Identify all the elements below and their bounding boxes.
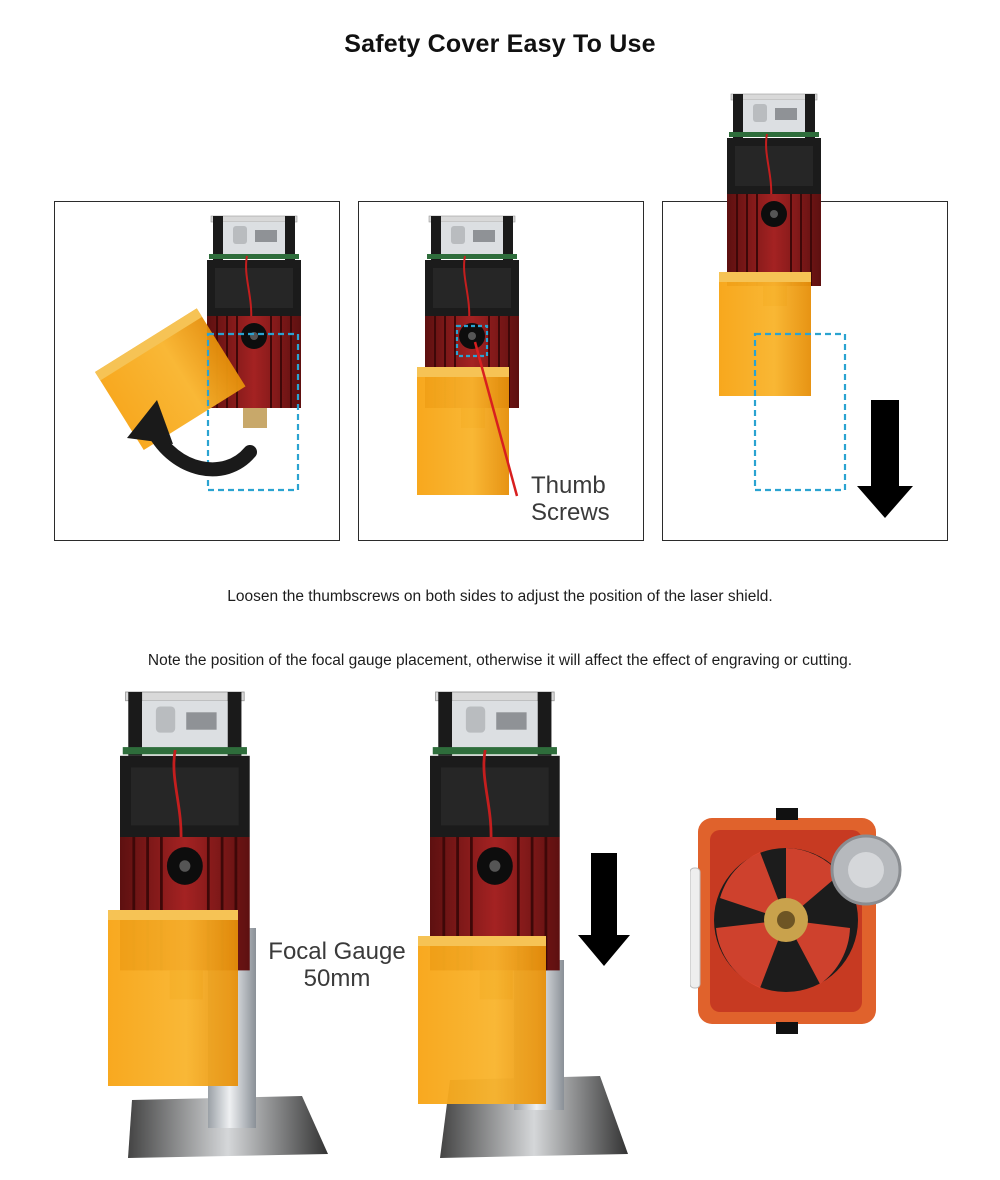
focal-gauge-scene: Focal Gauge 50mm: [100, 688, 430, 1168]
focal-label-line2: 50mm: [303, 965, 371, 992]
module-bottom-view: [689, 808, 910, 1038]
panel-lower-shield: [662, 93, 948, 541]
thumb-label-line1: Thumb: [531, 472, 606, 499]
caption-focal-note: Note the position of the focal gauge pla…: [147, 652, 853, 669]
gauge-placement-scene: [410, 688, 650, 1168]
thumb-screws-label: Thumb Screws: [531, 472, 610, 526]
curved-arrow-icon: [127, 400, 257, 477]
panel-rotate-shield: [54, 201, 340, 541]
focal-gauge-label: Focal Gauge 50mm: [262, 938, 412, 992]
thumb-label-line2: Screws: [531, 499, 610, 526]
down-arrow-icon: [857, 400, 913, 518]
page-title: Safety Cover Easy To Use: [344, 30, 656, 58]
focal-label-line1: Focal Gauge: [268, 938, 406, 965]
panel-thumb-screws: Thumb Screws: [358, 201, 644, 541]
down-arrow-icon-bottom: [578, 853, 630, 966]
caption-loosen: Loosen the thumbscrews on both sides to …: [227, 588, 773, 605]
